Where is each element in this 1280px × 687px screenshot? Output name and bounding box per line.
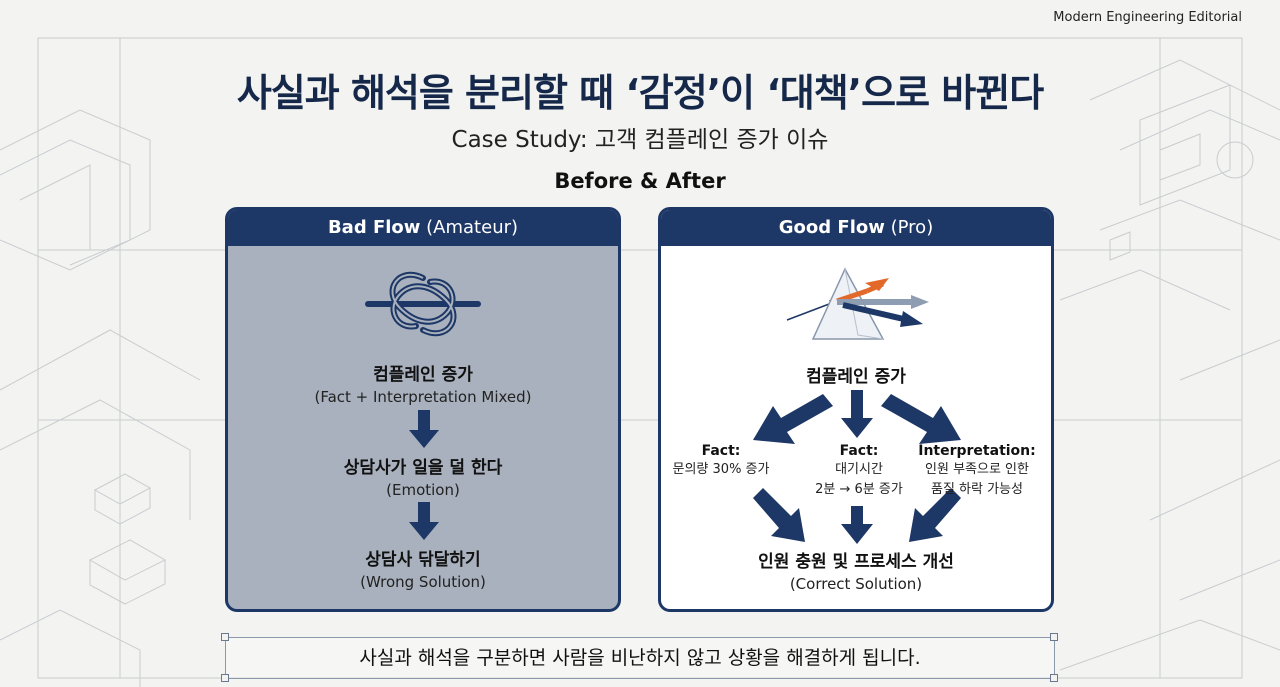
- corner-handle: [221, 674, 229, 682]
- corner-handle: [221, 633, 229, 641]
- page-subtitle: Case Study: 고객 컴플레인 증가 이슈: [451, 127, 829, 153]
- summary-banner: 사실과 해석을 구분하면 사람을 비난하지 않고 상황을 해결하게 됩니다.: [225, 637, 1055, 679]
- bad-flow-subtitle: (Amateur): [420, 217, 519, 238]
- summary-text: 사실과 해석을 구분하면 사람을 비난하지 않고 상황을 해결하게 됩니다.: [359, 647, 921, 669]
- branch-fact-1: Fact: 문의량 30% 증가: [661, 443, 786, 481]
- good-result-node: 인원 충원 및 프로세스 개선 (Correct Solution): [661, 547, 1051, 593]
- good-result-label: 인원 충원 및 프로세스 개선: [758, 552, 954, 572]
- good-top-node: 컴플레인 증가: [661, 362, 1051, 387]
- bad-step-2-label: 상담사가 일을 덜 한다: [343, 458, 503, 478]
- bad-step-3-sub: (Wrong Solution): [360, 573, 486, 591]
- bad-flow-panel: Bad Flow (Amateur) 컴플레인 증가 (Fact + Inter…: [225, 207, 621, 612]
- prism-icon: [786, 267, 929, 340]
- down-arrow-icon: [409, 502, 439, 540]
- down-arrow-icon: [409, 410, 439, 448]
- branch-1-line1: 문의량 30% 증가: [672, 462, 770, 477]
- bad-step-3-label: 상담사 닦달하기: [365, 550, 481, 570]
- branch-arrows: [753, 390, 961, 544]
- bad-step-2: 상담사가 일을 덜 한다 (Emotion): [228, 453, 618, 499]
- bad-flow-header: Bad Flow (Amateur): [228, 210, 618, 246]
- bad-step-2-sub: (Emotion): [386, 481, 460, 499]
- branch-3-head: Interpretation:: [918, 443, 1036, 459]
- good-result-sub: (Correct Solution): [789, 575, 923, 593]
- branch-interpretation: Interpretation: 인원 부족으로 인한 품질 하락 가능성: [912, 443, 1042, 499]
- branch-2-line2: 2분 → 6분 증가: [815, 482, 903, 497]
- good-flow-title: Good Flow: [778, 217, 885, 238]
- branch-3-line2: 품질 하락 가능성: [931, 482, 1023, 497]
- brand-label: Modern Engineering Editorial: [1053, 10, 1242, 25]
- bad-step-1-sub: (Fact + Interpretation Mixed): [314, 388, 532, 406]
- section-heading: Before & After: [554, 169, 726, 193]
- branch-fact-2: Fact: 대기시간 2분 → 6분 증가: [794, 443, 924, 499]
- branch-3-line1: 인원 부족으로 인한: [925, 462, 1029, 477]
- branch-2-head: Fact:: [839, 443, 879, 459]
- corner-handle: [1050, 633, 1058, 641]
- bad-step-3: 상담사 닦달하기 (Wrong Solution): [228, 545, 618, 591]
- good-top-label: 컴플레인 증가: [806, 367, 906, 387]
- knot-icon: [365, 271, 481, 337]
- good-flow-header: Good Flow (Pro): [661, 210, 1051, 246]
- branch-1-head: Fact:: [701, 443, 741, 459]
- branch-2-line1: 대기시간: [835, 462, 883, 477]
- bad-flow-title: Bad Flow: [327, 217, 421, 238]
- page-title: 사실과 해석을 분리할 때 ‘감정’이 ‘대책’으로 바뀐다: [236, 71, 1044, 115]
- bad-step-1-label: 컴플레인 증가: [373, 365, 473, 385]
- bad-step-1: 컴플레인 증가 (Fact + Interpretation Mixed): [228, 360, 618, 406]
- good-flow-subtitle: (Pro): [884, 217, 934, 238]
- good-flow-panel: Good Flow (Pro) 컴플레인 증가: [658, 207, 1054, 612]
- corner-handle: [1050, 674, 1058, 682]
